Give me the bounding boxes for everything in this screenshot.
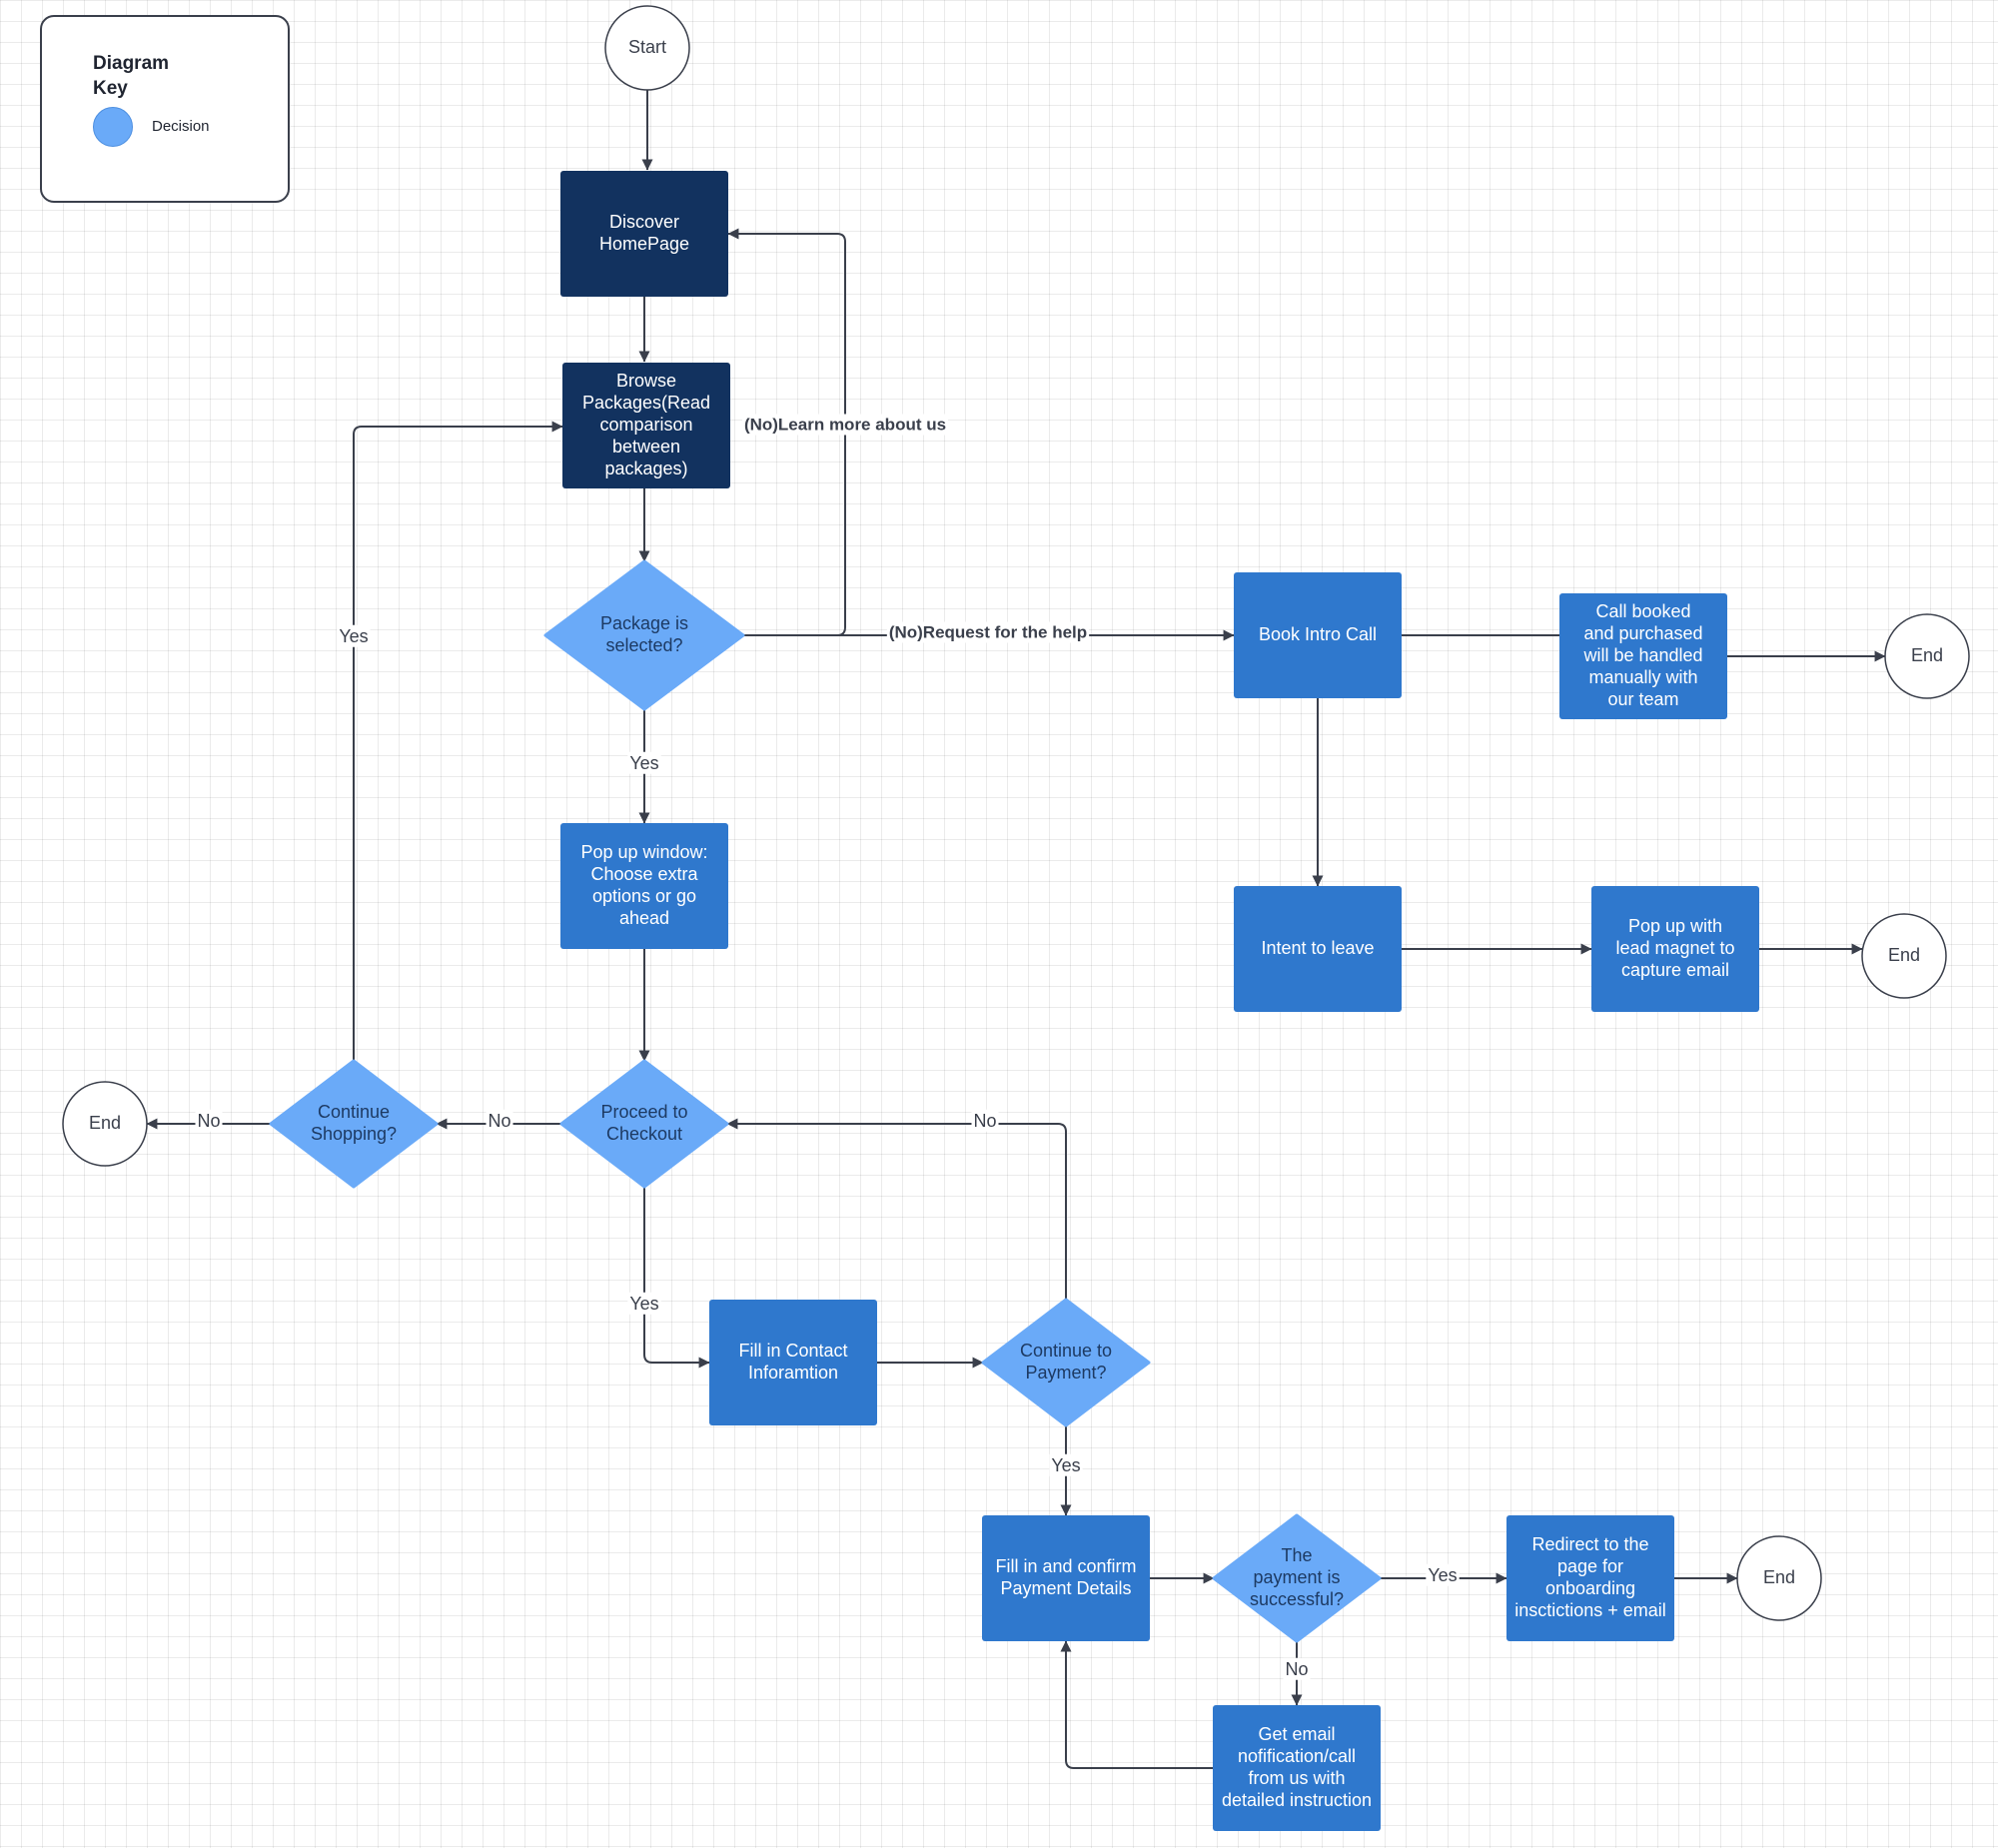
connector-continue-shopping-to-browse [353,421,563,1061]
start-terminal: Start [604,5,690,91]
book-intro-process: Book Intro Call [1234,572,1402,698]
start-label: Start [628,37,666,57]
decision-diamond [1212,1513,1382,1643]
intent-leave-process: Intent to leave [1234,886,1402,1012]
terminal-circle [62,1081,148,1167]
end-lead-terminal: End [1861,913,1947,999]
connector-continue-payment-to-proceed-checkout [726,1118,1067,1300]
edge-label-proceed-checkout-to-fill-contact: Yes [627,1292,661,1315]
edge-label-package-selected-to-book-intro: (No)Request for the help [886,621,1090,643]
process-box [1213,1705,1381,1831]
decision-diamond [269,1059,439,1189]
book-intro-label: Book Intro Call [1259,624,1377,644]
process-box [982,1515,1150,1641]
svg-text:Yes: Yes [629,1294,658,1314]
process-box [562,363,730,488]
diagram-key-title: Diagram Key [93,53,170,99]
svg-text:Yes: Yes [1428,1565,1457,1585]
process-box [1234,886,1402,1012]
diagram-key-decision-label: Decision [152,118,210,135]
process-box [1506,1515,1674,1641]
svg-text:No: No [1285,1659,1308,1679]
edge-label-proceed-checkout-to-continue-shopping: No [486,1109,513,1132]
terminal-circle [1861,913,1947,999]
svg-text:Yes: Yes [629,753,658,773]
edge-label-continue-payment-to-fill-payment: Yes [1049,1453,1083,1476]
edge-label-continue-shopping-to-browse: Yes [337,624,371,647]
end-left-terminal: End [62,1081,148,1167]
svg-text:Yes: Yes [339,626,368,646]
svg-text:(No)Learn more about us: (No)Learn more about us [744,415,946,434]
end-left-label: End [89,1113,121,1133]
svg-text:(No)Request for the help: (No)Request for the help [889,622,1087,641]
decision-diamond [559,1059,729,1189]
svg-text:No: No [973,1111,996,1131]
edge-label-continue-payment-to-proceed-checkout: No [971,1109,999,1132]
edge-label-package-selected-to-popup-options: Yes [627,751,661,774]
terminal-circle [1736,1535,1822,1621]
process-box [560,171,728,297]
end-lead-label: End [1888,945,1920,965]
edge-label-payment-success-to-redirect-onboarding: Yes [1426,1563,1460,1586]
process-box [1591,886,1759,1012]
terminal-circle [604,5,690,91]
process-box [709,1300,877,1425]
connector-email-notification-to-fill-payment [1060,1640,1213,1769]
diagram-key: Diagram Key Decision [40,15,290,203]
process-box [1559,593,1727,719]
end-call-label: End [1911,645,1943,665]
edge-label-payment-success-to-email-notification: No [1283,1657,1311,1680]
svg-text:No: No [488,1111,510,1131]
terminal-circle [1884,613,1970,699]
end-payment-label: End [1763,1567,1795,1587]
intent-leave-label: Intent to leave [1261,938,1374,958]
end-payment-terminal: End [1736,1535,1822,1621]
process-box [1234,572,1402,698]
svg-text:Yes: Yes [1051,1455,1080,1475]
svg-text:No: No [197,1111,220,1131]
decision-swatch-icon [93,107,133,147]
edge-label-package-selected-to-discover: (No)Learn more about us [741,414,949,436]
connector-proceed-checkout-to-fill-contact [643,1187,710,1369]
process-box [560,823,728,949]
end-call-terminal: End [1884,613,1970,699]
decision-diamond [981,1298,1151,1427]
decision-diamond [543,559,745,711]
edge-label-continue-shopping-to-end-left: No [195,1109,223,1132]
